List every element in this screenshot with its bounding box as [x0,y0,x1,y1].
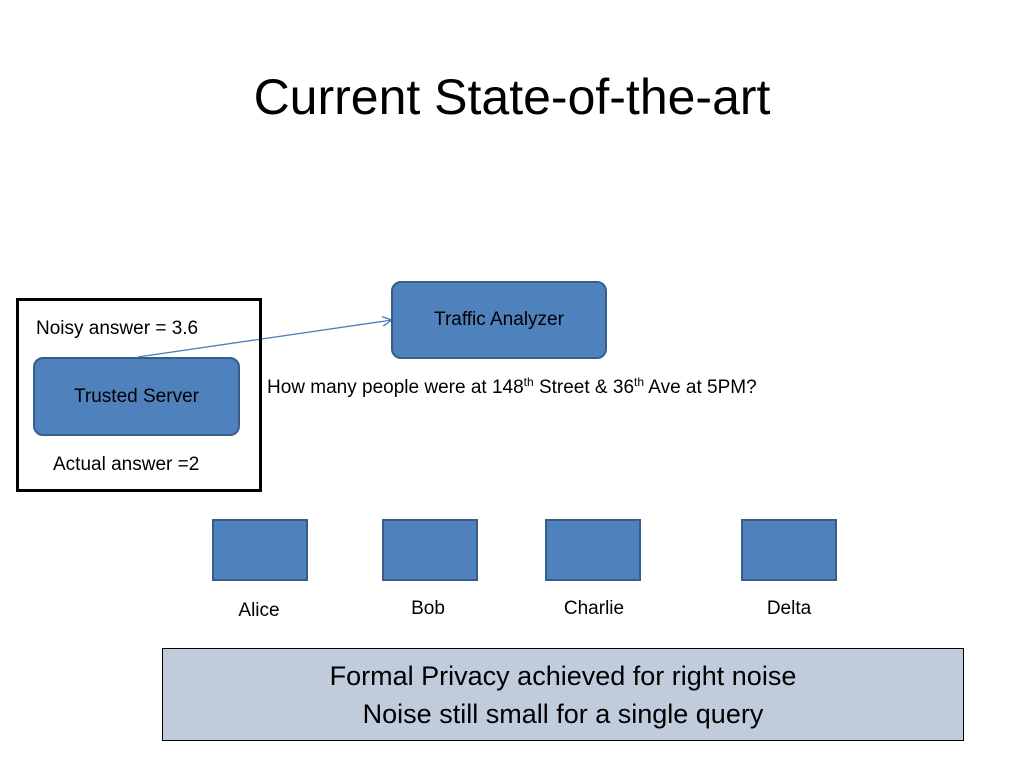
person-label-bob: Bob [411,598,445,619]
query-superscript-2: th [634,375,645,389]
traffic-analyzer-label: Traffic Analyzer [434,309,564,330]
query-part-1: How many people were at 148 [267,377,524,398]
query-part-3: Ave at 5PM? [644,377,757,398]
trusted-server-label: Trusted Server [74,385,199,407]
query-part-2: Street & 36 [533,377,635,398]
actual-answer-label: Actual answer =2 [53,454,200,475]
person-label-alice: Alice [238,600,280,621]
summary-box: Formal Privacy achieved for right noise … [162,648,964,741]
trusted-server-panel [16,298,262,492]
person-node-charlie[interactable] [545,519,641,581]
slide-title: Current State-of-the-art [253,69,771,125]
summary-line-1: Formal Privacy achieved for right noise [329,660,797,691]
query-text: How many people were at 148th Street & 3… [267,376,757,400]
query-superscript-1: th [523,375,534,389]
person-label-charlie: Charlie [563,598,625,619]
person-node-alice[interactable] [212,519,308,581]
person-node-delta[interactable] [741,519,837,581]
trusted-server-node[interactable]: Trusted Server [33,357,240,436]
noisy-answer-label: Noisy answer = 3.6 [36,318,199,339]
traffic-analyzer-node[interactable]: Traffic Analyzer [391,281,607,359]
summary-line-2: Noise still small for a single query [362,698,764,729]
person-node-bob[interactable] [382,519,478,581]
person-label-delta: Delta [766,598,812,619]
